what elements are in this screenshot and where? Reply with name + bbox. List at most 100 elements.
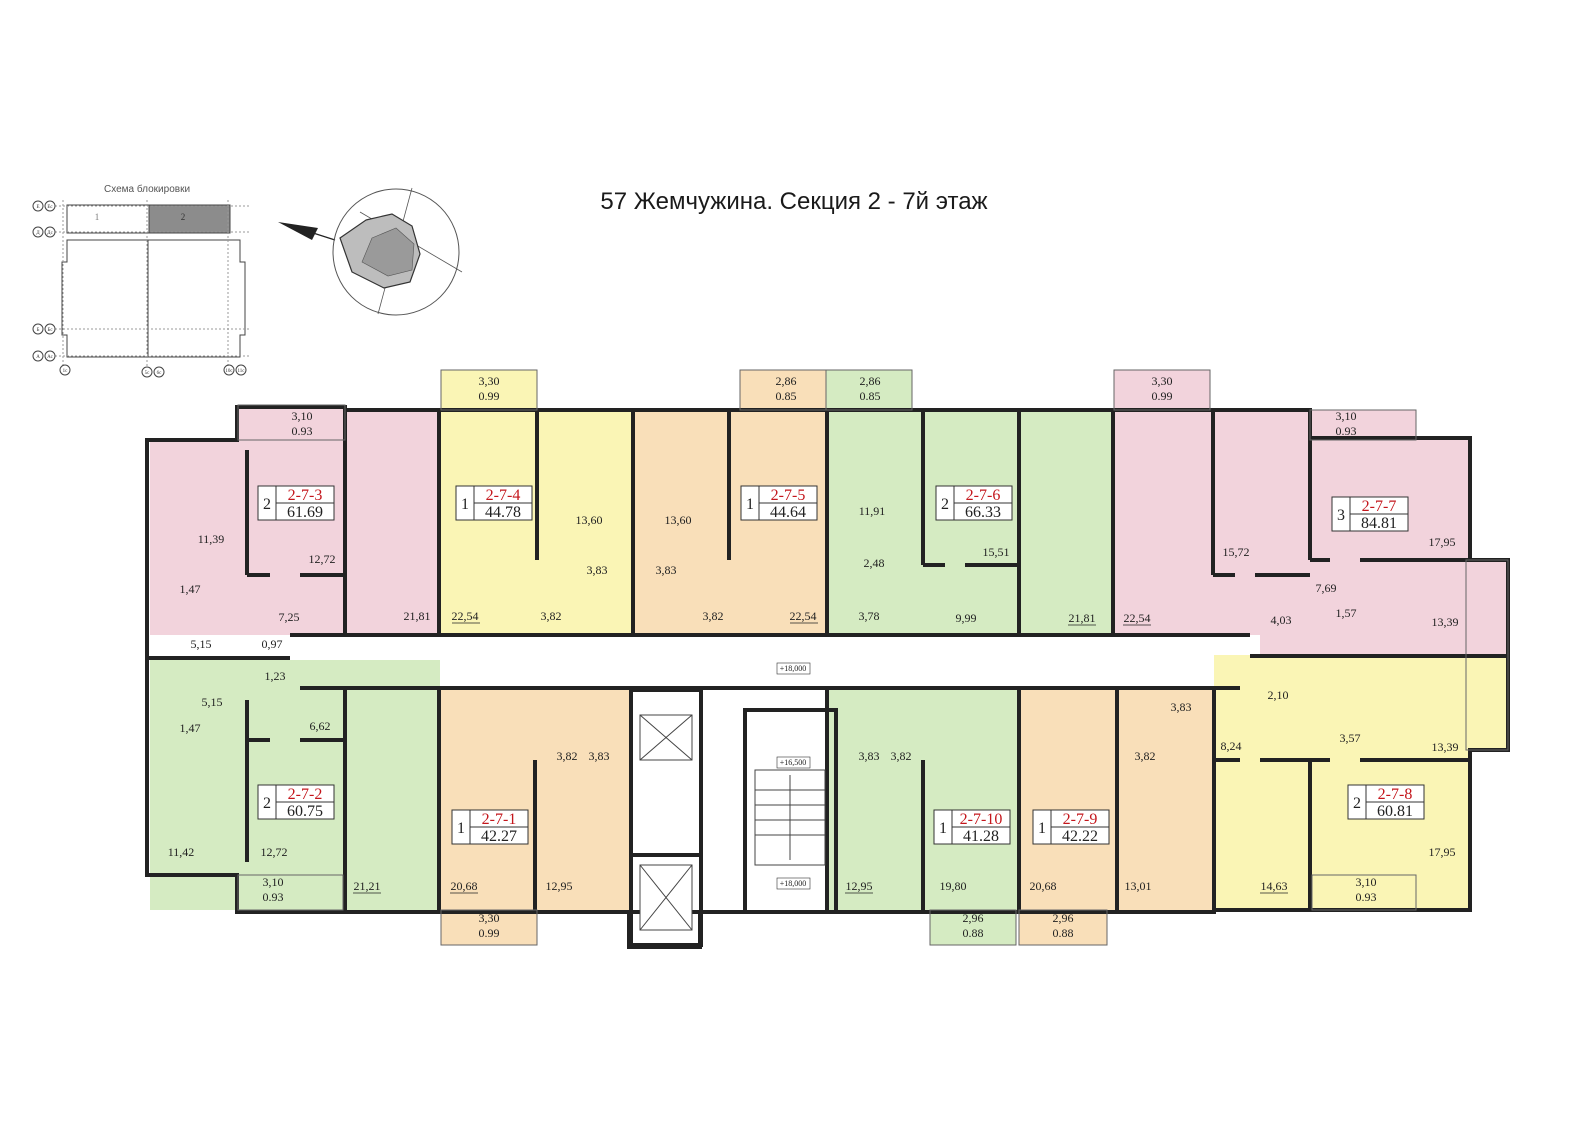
page-title: 57 Жемчужина. Секция 2 - 7й этаж: [600, 188, 988, 215]
apartment-number: 2-7-3: [288, 487, 323, 504]
room-area: 17,95: [1429, 845, 1456, 859]
balcony-area: 3,10: [1336, 409, 1357, 423]
apartment-area: 44.64: [770, 504, 806, 521]
apartment-area: 60.81: [1377, 803, 1413, 820]
balcony-area: 3,10: [263, 875, 284, 889]
apartment-area: 42.22: [1062, 828, 1098, 845]
room-area: 14,63: [1261, 879, 1288, 893]
room-area: 12,72: [261, 845, 288, 859]
apartment-2-7-8-fill: [1466, 655, 1508, 750]
balcony-outlines: [237, 369, 1509, 946]
label-underlines: [353, 622, 1288, 894]
scheme-col-mark: 5с: [145, 371, 151, 376]
apartment-labels: 2 2-7-3 61.69 1 2-7-4 44.78 1 2-7-5 44.6…: [263, 487, 1413, 845]
room-area: 7,25: [279, 610, 300, 624]
room-area: 12,95: [546, 879, 573, 893]
scheme-section-label: 2: [181, 212, 186, 222]
room-area: 0,97: [262, 637, 283, 651]
balcony-area: 3,30: [479, 374, 500, 388]
balcony-reduced: 0.93: [263, 890, 284, 904]
apartment-2-7-2-fill: [238, 865, 343, 910]
balcony-reduced: 0.93: [1336, 424, 1357, 438]
staircase-icon: [754, 769, 826, 866]
balcony-area: 3,30: [1152, 374, 1173, 388]
balcony-reduced: 0.93: [292, 424, 313, 438]
scheme-col-mark: 6с: [157, 371, 163, 376]
room-area: 21,21: [354, 879, 381, 893]
room-area: 13,60: [576, 513, 603, 527]
scheme-row-mark: Бс: [47, 328, 53, 333]
apartment-area: 61.69: [287, 504, 323, 521]
room-area: 21,81: [1069, 611, 1096, 625]
room-area: 22,54: [790, 609, 817, 623]
balcony-reduced: 0.85: [860, 389, 881, 403]
scheme-row-mark: Ес: [47, 205, 53, 210]
north-arrow-icon: [278, 222, 336, 241]
balcony-reduced: 0.99: [479, 389, 500, 403]
room-area: 2,48: [864, 556, 885, 570]
balcony-area: 2,96: [963, 911, 984, 925]
room-area: 11,91: [859, 504, 886, 518]
apartment-rooms: 1: [746, 496, 754, 513]
scheme-col-marks: [59, 364, 247, 378]
apartment-number: 2-7-5: [771, 487, 806, 504]
room-area: 1,23: [265, 669, 286, 683]
apartment-number: 2-7-6: [966, 487, 1001, 504]
scheme-col-mark: 10с: [225, 369, 233, 374]
apartment-rooms: 1: [461, 496, 469, 513]
apartment-2-7-6-fill: [826, 370, 912, 412]
apartment-2-7-8-fill: [1312, 865, 1416, 910]
apartment-rooms: 2: [941, 496, 949, 513]
room-area: 3,83: [859, 749, 880, 763]
apartment-2-7-6-fill: [829, 410, 1113, 635]
room-area: 9,99: [956, 611, 977, 625]
apartment-rooms: 1: [939, 820, 947, 837]
room-area: 3,82: [541, 609, 562, 623]
room-area: 2,10: [1268, 688, 1289, 702]
apartment-area: 60.75: [287, 803, 323, 820]
room-area: 12,95: [846, 879, 873, 893]
apartment-2-7-7-fill: [1260, 600, 1470, 655]
room-area: 3,83: [1171, 700, 1192, 714]
balcony-reduced: 0.88: [1053, 926, 1074, 940]
scheme-col-mark: 11с: [237, 369, 245, 374]
room-area: 15,72: [1223, 545, 1250, 559]
room-area: 13,60: [665, 513, 692, 527]
room-area: 4,03: [1271, 613, 1292, 627]
balcony-area: 2,86: [776, 374, 797, 388]
apartment-2-7-5-fill: [740, 370, 826, 412]
balcony-reduced: 0.85: [776, 389, 797, 403]
room-area: 7,69: [1316, 581, 1337, 595]
elevation-mark: +18,000: [780, 879, 807, 888]
apartment-rooms: 1: [1038, 820, 1046, 837]
scheme-row-mark: Дс: [47, 231, 53, 236]
scheme-title: Схема блокировки: [104, 184, 191, 195]
room-area: 3,83: [656, 563, 677, 577]
room-area: 20,68: [451, 879, 478, 893]
room-area: 3,57: [1340, 731, 1361, 745]
room-area: 1,57: [1336, 606, 1357, 620]
apartment-number: 2-7-4: [486, 487, 521, 504]
apartment-area: 66.33: [965, 504, 1001, 521]
apartment-number: 2-7-1: [482, 811, 517, 828]
room-area: 22,54: [452, 609, 479, 623]
apartment-rooms: 2: [263, 496, 271, 513]
apartment-2-7-7-fill: [1114, 370, 1210, 412]
apartment-area: 84.81: [1361, 515, 1397, 532]
wind-rose-icon: [332, 187, 463, 316]
room-area: 21,81: [404, 609, 431, 623]
room-area: 8,24: [1221, 739, 1242, 753]
room-area: 12,72: [309, 552, 336, 566]
room-area: 15,51: [983, 545, 1010, 559]
balcony-area: 2,86: [860, 374, 881, 388]
room-labels: 11,39 12,72 1,47 7,25 5,15 0,97 21,81 22…: [168, 504, 1459, 893]
apartment-rooms: 2: [1353, 795, 1361, 812]
room-area: 3,82: [1135, 749, 1156, 763]
room-area: 3,83: [589, 749, 610, 763]
balcony-reduced: 0.93: [1356, 890, 1377, 904]
apartment-rooms: 1: [457, 820, 465, 837]
scheme-labels: 1 2 Е Ес Д Дс Б Бс А Ас 1с 5с 6с 10с 11с: [36, 205, 245, 376]
room-area: 1,47: [180, 721, 201, 735]
room-area: 17,95: [1429, 535, 1456, 549]
block-scheme: [32, 200, 250, 378]
